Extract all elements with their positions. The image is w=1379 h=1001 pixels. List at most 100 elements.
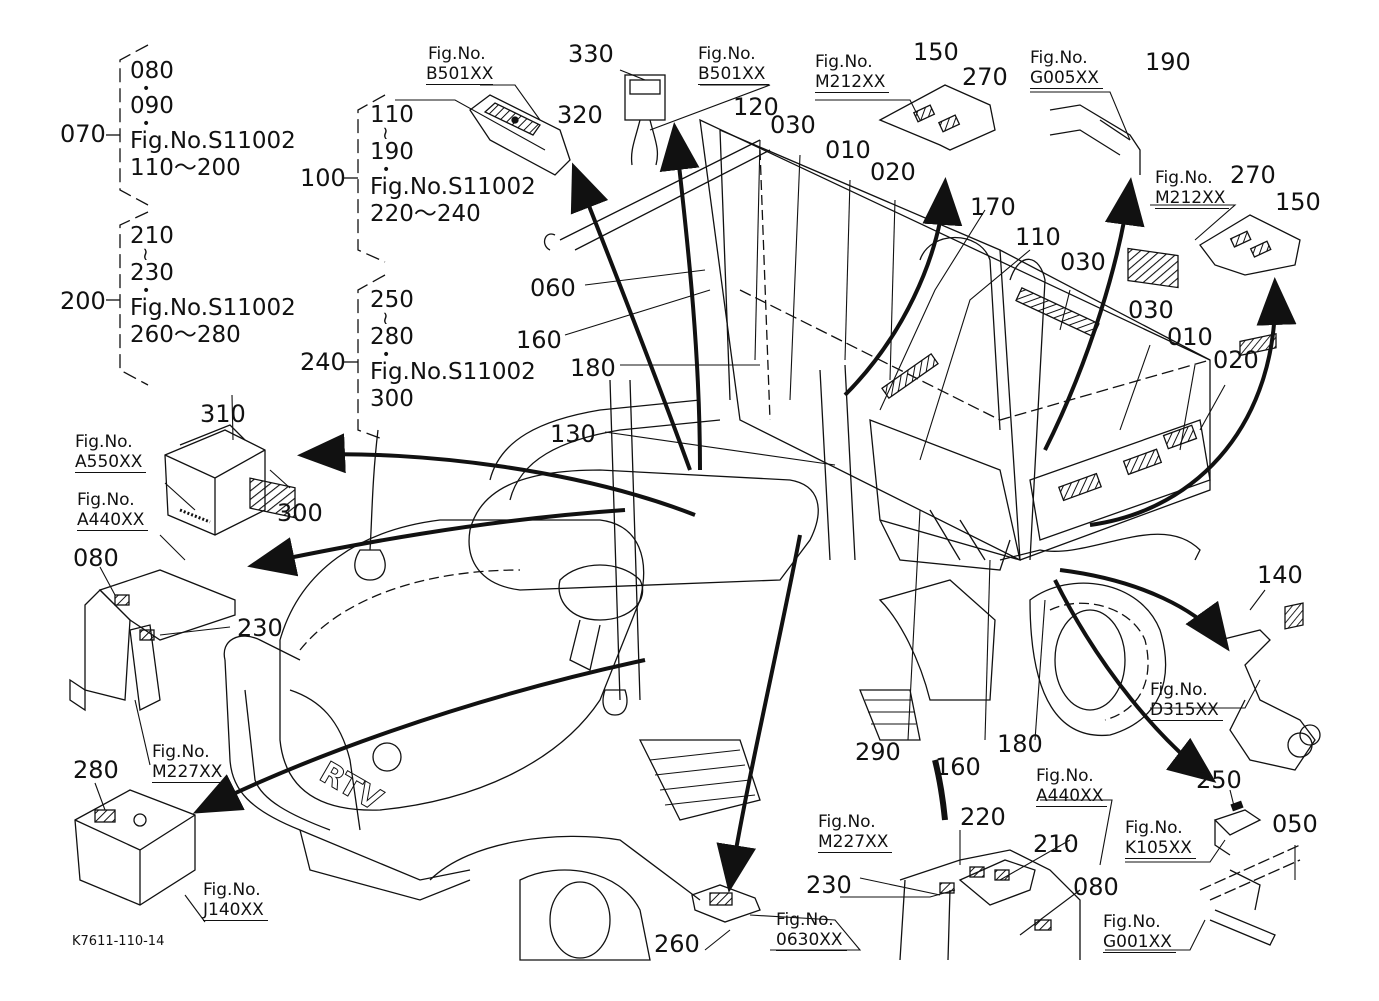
group-200-separator: ≀ <box>142 244 149 265</box>
plate-150-270-right-drawing <box>1199 214 1301 276</box>
part-label-290[interactable]: 290 <box>855 738 901 766</box>
part-label-230-bottom[interactable]: 230 <box>806 871 852 899</box>
part-label-180-bottom[interactable]: 180 <box>997 730 1043 758</box>
fig-ref-a440xx-a[interactable]: Fig.No. A440XX <box>77 490 149 531</box>
part-label-140[interactable]: 140 <box>1257 561 1303 589</box>
fig-ref-a550xx[interactable]: Fig.No. A550XX <box>75 432 147 473</box>
part-label-010-top[interactable]: 010 <box>825 136 871 164</box>
decal-010 <box>1122 448 1163 476</box>
fig-ref-code: M227XX <box>818 832 893 853</box>
fig-ref-prefix: Fig.No. <box>1155 168 1213 188</box>
fig-ref-g001xx[interactable]: Fig.No. G001XX <box>1103 912 1176 953</box>
fig-ref-code: M227XX <box>152 762 227 783</box>
decal-030-b <box>1057 472 1103 502</box>
plate-150-270-drawing <box>878 84 996 151</box>
fig-ref-m227xx-b[interactable]: Fig.No. M227XX <box>818 812 893 853</box>
fig-ref-prefix: Fig.No. <box>776 910 834 930</box>
part-label-010-right[interactable]: 010 <box>1167 323 1213 351</box>
leader-lines <box>94 69 1296 951</box>
part-label-030-right[interactable]: 030 <box>1128 296 1174 324</box>
part-label-270-right[interactable]: 270 <box>1230 161 1276 189</box>
group-200-line: 230 <box>130 260 174 286</box>
group-200-list: 210 ≀ 230 • Fig.No.S11002 260〜280 <box>130 223 296 349</box>
part-label-110[interactable]: 110 <box>1015 223 1061 251</box>
part-label-150-top[interactable]: 150 <box>913 38 959 66</box>
fig-ref-b501xx-b[interactable]: Fig.No. B501XX <box>698 44 770 85</box>
fig-ref-code: K105XX <box>1125 838 1196 859</box>
fig-ref-prefix: Fig.No. <box>75 432 133 452</box>
part-label-130[interactable]: 130 <box>550 420 596 448</box>
group-240-list: 250 ≀ 280 • Fig.No.S11002 300 <box>370 287 536 413</box>
fig-ref-a440xx-b[interactable]: Fig.No. A440XX <box>1036 766 1108 807</box>
fig-ref-j140xx[interactable]: Fig.No. J140XX <box>203 880 268 921</box>
group-100-line: 110 <box>370 102 414 128</box>
part-label-170[interactable]: 170 <box>970 193 1016 221</box>
part-label-190[interactable]: 190 <box>1145 48 1191 76</box>
part-label-300[interactable]: 300 <box>277 499 323 527</box>
group-070-line: 090 <box>130 93 174 119</box>
part-label-150-right[interactable]: 150 <box>1275 188 1321 216</box>
fig-ref-code: G005XX <box>1030 68 1103 89</box>
part-label-030-mid[interactable]: 030 <box>1060 248 1106 276</box>
fig-ref-g005xx[interactable]: Fig.No. G005XX <box>1030 48 1103 89</box>
part-label-330[interactable]: 330 <box>568 40 614 68</box>
part-label-160-bottom[interactable]: 160 <box>935 753 981 781</box>
part-label-230-left[interactable]: 230 <box>237 614 283 642</box>
battery-310-drawing <box>164 424 266 536</box>
part-label-310[interactable]: 310 <box>200 400 246 428</box>
fig-ref-m227xx-a[interactable]: Fig.No. M227XX <box>152 742 227 783</box>
part-label-030-top[interactable]: 030 <box>770 111 816 139</box>
part-label-220[interactable]: 220 <box>960 803 1006 831</box>
part-label-250[interactable]: 250 <box>1196 766 1242 794</box>
vehicle-body: RTV <box>223 118 1211 961</box>
fig-ref-k105xx[interactable]: Fig.No. K105XX <box>1125 818 1196 859</box>
group-ref-240: 240 <box>300 348 346 376</box>
decal-140 <box>1239 332 1277 357</box>
drawing-number: K7611-110-14 <box>72 934 165 949</box>
part-label-080-left[interactable]: 080 <box>73 544 119 572</box>
fig-ref-prefix: Fig.No. <box>77 490 135 510</box>
part-label-050[interactable]: 050 <box>1272 810 1318 838</box>
part-label-270-top[interactable]: 270 <box>962 63 1008 91</box>
fig-ref-d315xx[interactable]: Fig.No. D315XX <box>1150 680 1223 721</box>
bracket-250-frame-050-drawing <box>1199 809 1301 946</box>
part-label-060[interactable]: 060 <box>530 274 576 302</box>
group-100-separator: ≀ <box>382 123 389 144</box>
decal-050 <box>1284 602 1304 630</box>
part-label-020-right[interactable]: 020 <box>1213 346 1259 374</box>
connector-330-drawing <box>624 74 666 166</box>
fig-ref-m212xx-a[interactable]: Fig.No. M212XX <box>815 52 890 93</box>
fig-ref-b501xx-a[interactable]: Fig.No. B501XX <box>426 44 494 85</box>
part-label-080-bottom[interactable]: 080 <box>1073 873 1119 901</box>
group-240-line: 250 <box>370 287 414 313</box>
fig-ref-prefix: Fig.No. <box>1030 48 1088 68</box>
part-label-120[interactable]: 120 <box>733 93 779 121</box>
decal-020 <box>1162 424 1198 450</box>
group-ref-070: 070 <box>60 120 106 148</box>
fig-ref-code: G001XX <box>1103 932 1176 953</box>
part-label-280[interactable]: 280 <box>73 756 119 784</box>
fig-ref-prefix: Fig.No. <box>698 44 756 64</box>
pedal-260-drawing <box>691 884 761 923</box>
group-070-figref: Fig.No.S11002 <box>130 128 296 154</box>
group-100-figref: Fig.No.S11002 <box>370 174 536 200</box>
part-label-260[interactable]: 260 <box>654 930 700 958</box>
group-240-range: 300 <box>370 386 414 412</box>
decal-250 <box>1230 800 1244 812</box>
part-label-180-top[interactable]: 180 <box>570 354 616 382</box>
cover-panel-bottom-drawing <box>899 849 1081 961</box>
fig-ref-code: J140XX <box>203 900 268 921</box>
bracket-190-drawing <box>1049 104 1141 175</box>
part-label-320[interactable]: 320 <box>557 101 603 129</box>
fig-ref-prefix: Fig.No. <box>1103 912 1161 932</box>
fig-ref-prefix: Fig.No. <box>428 44 486 64</box>
fig-ref-m212xx-b[interactable]: Fig.No. M212XX <box>1155 168 1230 209</box>
group-240-figref: Fig.No.S11002 <box>370 359 536 385</box>
part-label-020-top[interactable]: 020 <box>870 158 916 186</box>
group-100-list: 110 ≀ 190 • Fig.No.S11002 220〜240 <box>370 102 536 228</box>
part-label-210[interactable]: 210 <box>1033 830 1079 858</box>
fig-ref-prefix: Fig.No. <box>1150 680 1208 700</box>
fig-ref-0630xx[interactable]: Fig.No. 0630XX <box>776 910 847 951</box>
part-label-160-top[interactable]: 160 <box>516 326 562 354</box>
